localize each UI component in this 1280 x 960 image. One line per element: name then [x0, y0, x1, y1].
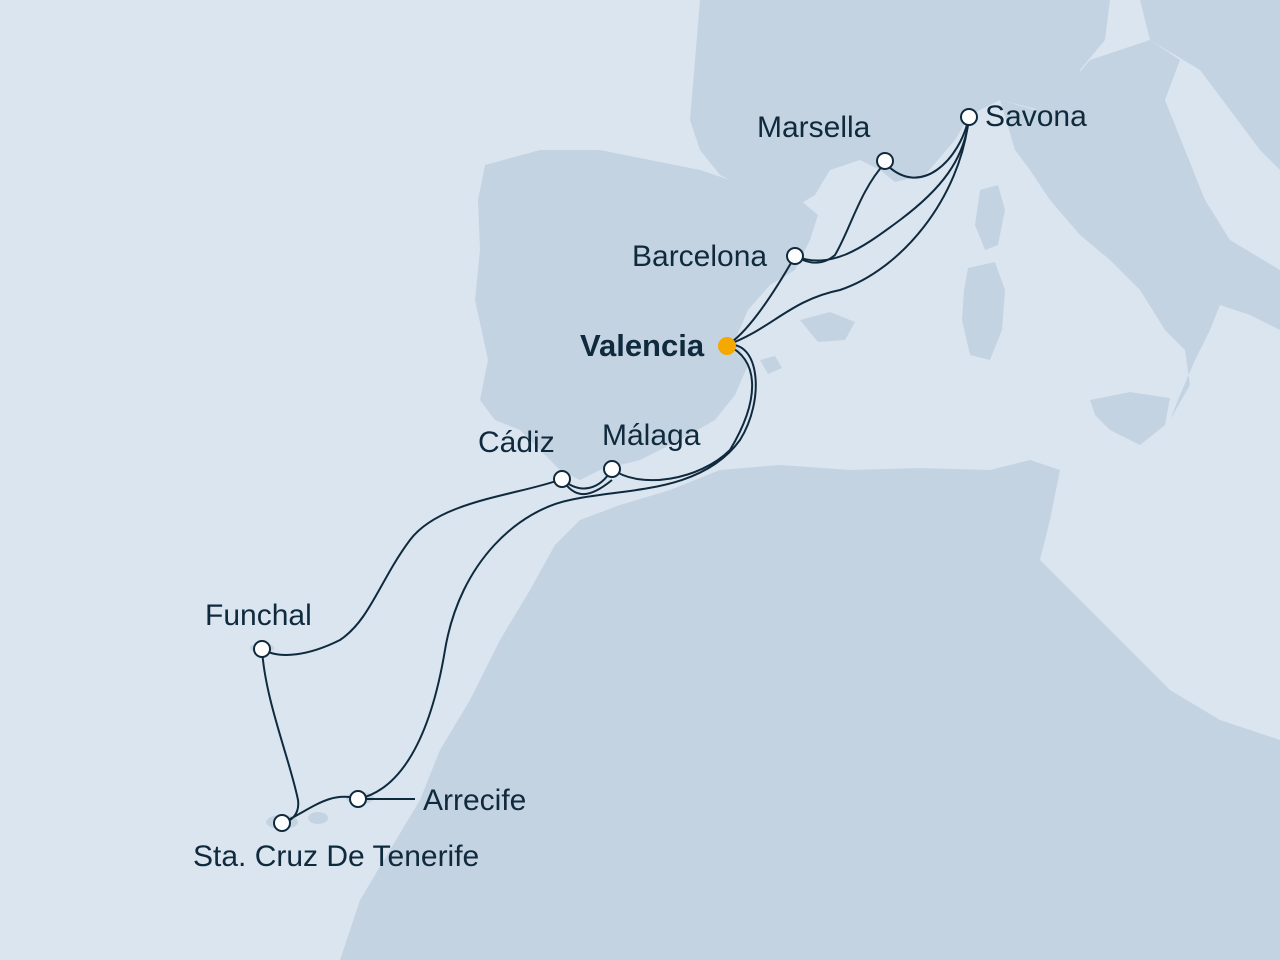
- port-label-valencia: Valencia: [580, 328, 705, 363]
- route-arrecife-malaga: [357, 343, 757, 800]
- port-marker-savona[interactable]: [960, 108, 978, 126]
- land-mallorca: [800, 312, 855, 342]
- port-marker-marsella[interactable]: [876, 152, 894, 170]
- land-italy: [1000, 40, 1280, 420]
- port-marker-malaga[interactable]: [603, 460, 621, 478]
- land-sardinia: [962, 262, 1005, 360]
- port-markers: [253, 108, 978, 832]
- port-label-funchal: Funchal: [205, 599, 312, 632]
- land-balkans: [1140, 0, 1280, 170]
- land-iberia: [475, 150, 818, 480]
- land-gran-canaria: [308, 812, 328, 824]
- route-valencia-malaga: [611, 344, 754, 482]
- port-marker-cadiz[interactable]: [553, 470, 571, 488]
- land-ibiza: [760, 356, 782, 374]
- port-label-tenerife: Sta. Cruz De Tenerife: [193, 840, 479, 873]
- port-label-savona: Savona: [985, 100, 1087, 133]
- route-cadiz-funchal: [261, 478, 563, 656]
- port-marker-arrecife[interactable]: [349, 790, 367, 808]
- route-marsella-barcelona: [794, 162, 886, 264]
- port-label-cadiz: Cádiz: [478, 426, 555, 459]
- port-marker-tenerife[interactable]: [273, 814, 291, 832]
- port-label-malaga: Málaga: [602, 419, 701, 452]
- land-sicily: [1090, 392, 1170, 445]
- route-barcelona-savona: [794, 116, 970, 262]
- port-label-marsella: Marsella: [757, 111, 871, 144]
- land-africa: [340, 460, 1280, 960]
- port-label-barcelona: Barcelona: [632, 240, 767, 273]
- port-marker-funchal[interactable]: [253, 640, 271, 658]
- land-france: [690, 0, 1110, 210]
- land-corsica: [975, 185, 1005, 250]
- port-marker-barcelona[interactable]: [786, 247, 804, 265]
- home-port-marker-valencia[interactable]: [718, 337, 736, 355]
- port-label-arrecife: Arrecife: [423, 784, 526, 817]
- route-valencia-savona: [726, 116, 970, 346]
- route-savona-marsella: [884, 116, 970, 179]
